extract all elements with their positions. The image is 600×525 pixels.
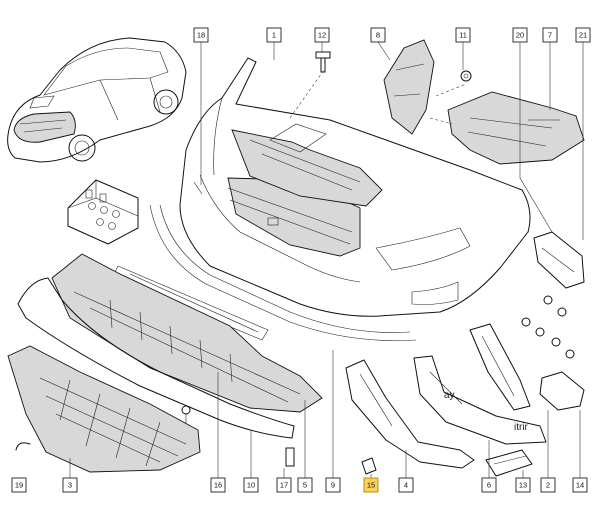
left-fog-lamp-surround [345, 359, 475, 469]
svg-text:15: 15 [367, 481, 375, 490]
svg-text:18: 18 [197, 31, 205, 40]
svg-text:7: 7 [548, 31, 552, 40]
corner-extension [469, 323, 531, 411]
callout-2: 2 [540, 477, 556, 493]
svg-text:6: 6 [487, 481, 491, 490]
callout-10: 10 [243, 477, 259, 493]
lower-grille-mesh [7, 345, 201, 473]
push-clip [285, 447, 295, 467]
watermark-right: itrir [514, 422, 529, 433]
callout-6: 6 [481, 477, 497, 493]
lower-spoiler-trim [17, 277, 295, 439]
clip-set [521, 295, 575, 359]
svg-text:9: 9 [331, 481, 335, 490]
retaining-nut [460, 70, 472, 82]
svg-text:3: 3 [68, 481, 72, 490]
svg-text:21: 21 [579, 31, 587, 40]
callout-1: 1 [266, 27, 282, 43]
callout-21: 21 [575, 27, 591, 43]
callout-4: 4 [398, 477, 414, 493]
svg-text:5: 5 [303, 481, 307, 490]
callout-5: 5 [297, 477, 313, 493]
svg-text:8: 8 [376, 31, 380, 40]
svg-text:17: 17 [280, 481, 288, 490]
svg-text:10: 10 [247, 481, 255, 490]
leader-lines [69, 41, 584, 478]
curved-clip [15, 442, 31, 451]
callout-18: 18 [193, 27, 209, 43]
svg-text:11: 11 [459, 31, 467, 40]
callout-15: 15 [363, 477, 379, 493]
svg-text:2: 2 [546, 481, 550, 490]
fixing-screw [315, 51, 331, 73]
svg-text:19: 19 [15, 481, 23, 490]
callout-20: 20 [512, 27, 528, 43]
svg-text:12: 12 [318, 31, 326, 40]
callout-12: 12 [314, 27, 330, 43]
right-fog-lamp-surround [413, 355, 547, 445]
upper-grille-panel [231, 123, 383, 207]
callout-17: 17 [276, 477, 292, 493]
car-overview-illustration [7, 37, 187, 163]
clip-strip [485, 449, 533, 477]
svg-text:16: 16 [214, 481, 222, 490]
callout-14: 14 [572, 477, 588, 493]
svg-text:1: 1 [272, 31, 276, 40]
svg-text:13: 13 [519, 481, 527, 490]
hardware-kit-illustration [67, 179, 139, 245]
upper-bracket [383, 39, 435, 135]
callout-13: 13 [515, 477, 531, 493]
callout-7: 7 [542, 27, 558, 43]
tow-hook-cover [361, 457, 377, 475]
callout-19: 19 [11, 477, 27, 493]
callout-11: 11 [455, 27, 471, 43]
callout-16: 16 [210, 477, 226, 493]
side-guide-bracket [533, 231, 585, 289]
svg-text:4: 4 [404, 481, 408, 490]
engine-undertray [447, 91, 585, 165]
callout-9: 9 [325, 477, 341, 493]
side-bracket-small [539, 371, 585, 411]
callout-8: 8 [370, 27, 386, 43]
watermark-left: ay [444, 390, 455, 401]
svg-text:20: 20 [516, 31, 524, 40]
small-bolt [181, 405, 191, 424]
svg-text:14: 14 [576, 481, 584, 490]
callout-3: 3 [62, 477, 78, 493]
